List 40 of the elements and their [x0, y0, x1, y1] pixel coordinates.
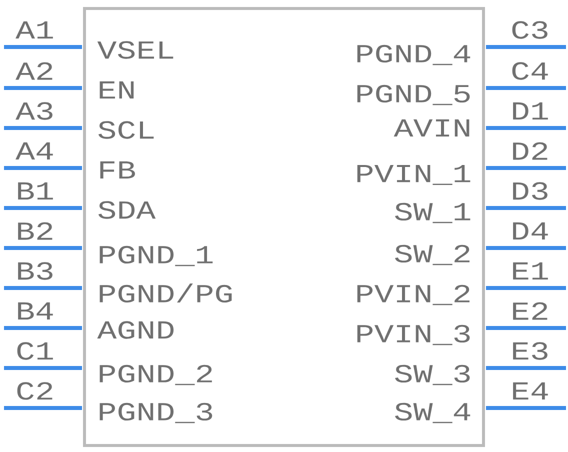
pin-number: E2	[513, 302, 548, 320]
pin-name: SDA	[98, 201, 156, 219]
pin-name: PGND_3	[100, 402, 212, 424]
pin-name: SW_2	[395, 244, 470, 266]
pin-number: E3	[513, 342, 548, 360]
pin-number: B3	[18, 262, 52, 280]
pin-number: E1	[513, 262, 548, 280]
pin-name: PVIN_3	[357, 324, 470, 346]
pin-name: AGND	[97, 321, 174, 339]
pin-number: B4	[18, 302, 53, 320]
pin-name: PVIN_1	[357, 165, 470, 185]
pin-name: PGND_2	[100, 364, 212, 386]
pin-name: PVIN_2	[357, 284, 470, 306]
pin-number: E4	[513, 382, 548, 400]
pin-name: FB	[100, 161, 135, 179]
pin-name: PGND/PG	[100, 283, 232, 303]
pin-name: AVIN	[394, 119, 470, 137]
pin-name: EN	[100, 81, 134, 99]
pin-name: SW_3	[395, 364, 470, 386]
pin-number: B1	[18, 182, 53, 200]
pin-name: PGND_5	[357, 84, 470, 106]
pin-name: SW_4	[395, 402, 470, 424]
pin-number: C3	[512, 21, 548, 39]
pin-number: C1	[17, 342, 53, 360]
pin-number: A3	[16, 102, 52, 120]
pin-name: PGND_1	[100, 246, 213, 266]
pin-number: D4	[513, 222, 548, 240]
pin-name: SCL	[98, 121, 154, 139]
pin-number: A4	[16, 142, 53, 160]
pin-number: A2	[16, 62, 52, 80]
pin-number: B2	[18, 222, 52, 240]
pin-name: PGND_4	[357, 44, 470, 66]
pin-number: D3	[513, 182, 548, 200]
pin-name: VSEL	[97, 41, 174, 59]
pin-number: A1	[16, 21, 53, 39]
pin-number: C4	[512, 62, 548, 80]
pin-name: SW_1	[395, 202, 470, 224]
pin-number: C2	[17, 382, 52, 400]
pin-number: D2	[513, 142, 548, 160]
pin-number: D1	[513, 102, 548, 120]
